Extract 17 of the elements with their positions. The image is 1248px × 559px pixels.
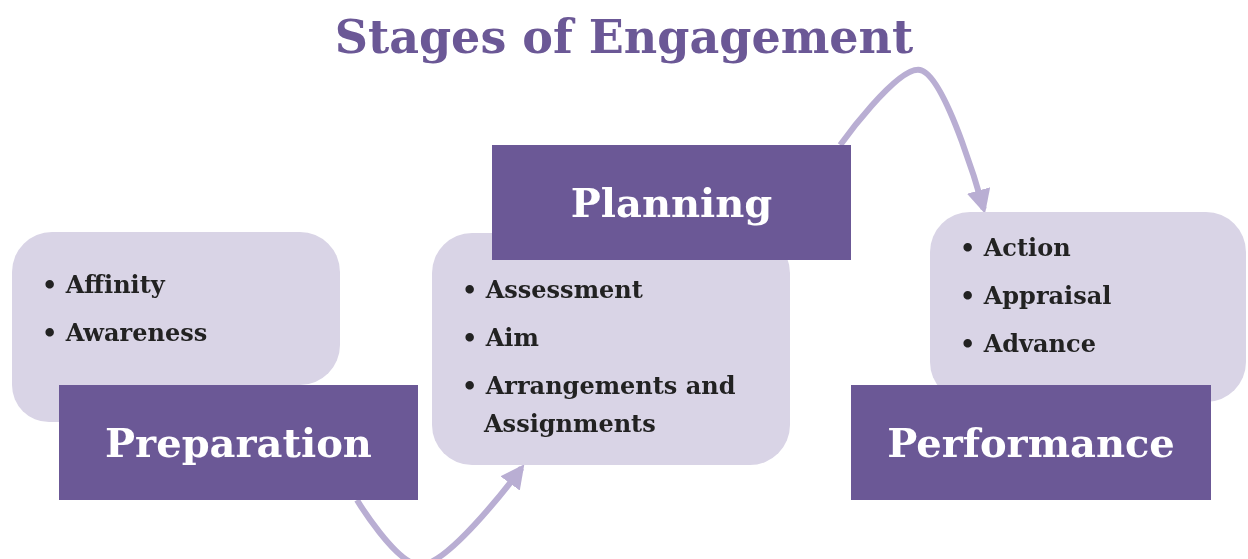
stage-card — [12, 232, 340, 385]
stage-label-box: Preparation — [59, 385, 418, 500]
diagram-title: Stages of Engagement — [333, 10, 915, 64]
bullet-item: • Appraisal — [960, 280, 1113, 312]
curved-arrow — [354, 464, 525, 559]
bullet-item: • Affinity — [42, 269, 167, 301]
stage-card — [432, 233, 790, 465]
stage-label-box: Performance — [851, 385, 1211, 500]
bullet-item: • Action — [960, 232, 1072, 264]
stage-card — [930, 212, 1246, 402]
stage-label-box: Planning — [492, 145, 851, 260]
bullet-item: • Advance — [960, 328, 1097, 360]
bullet-item: • Assessment — [462, 274, 644, 306]
curved-arrow — [837, 67, 991, 214]
bullet-item: • Aim — [462, 322, 540, 354]
bullet-item: • Arrangements and Assignments — [462, 370, 737, 440]
bullet-item: • Awareness — [42, 317, 209, 349]
